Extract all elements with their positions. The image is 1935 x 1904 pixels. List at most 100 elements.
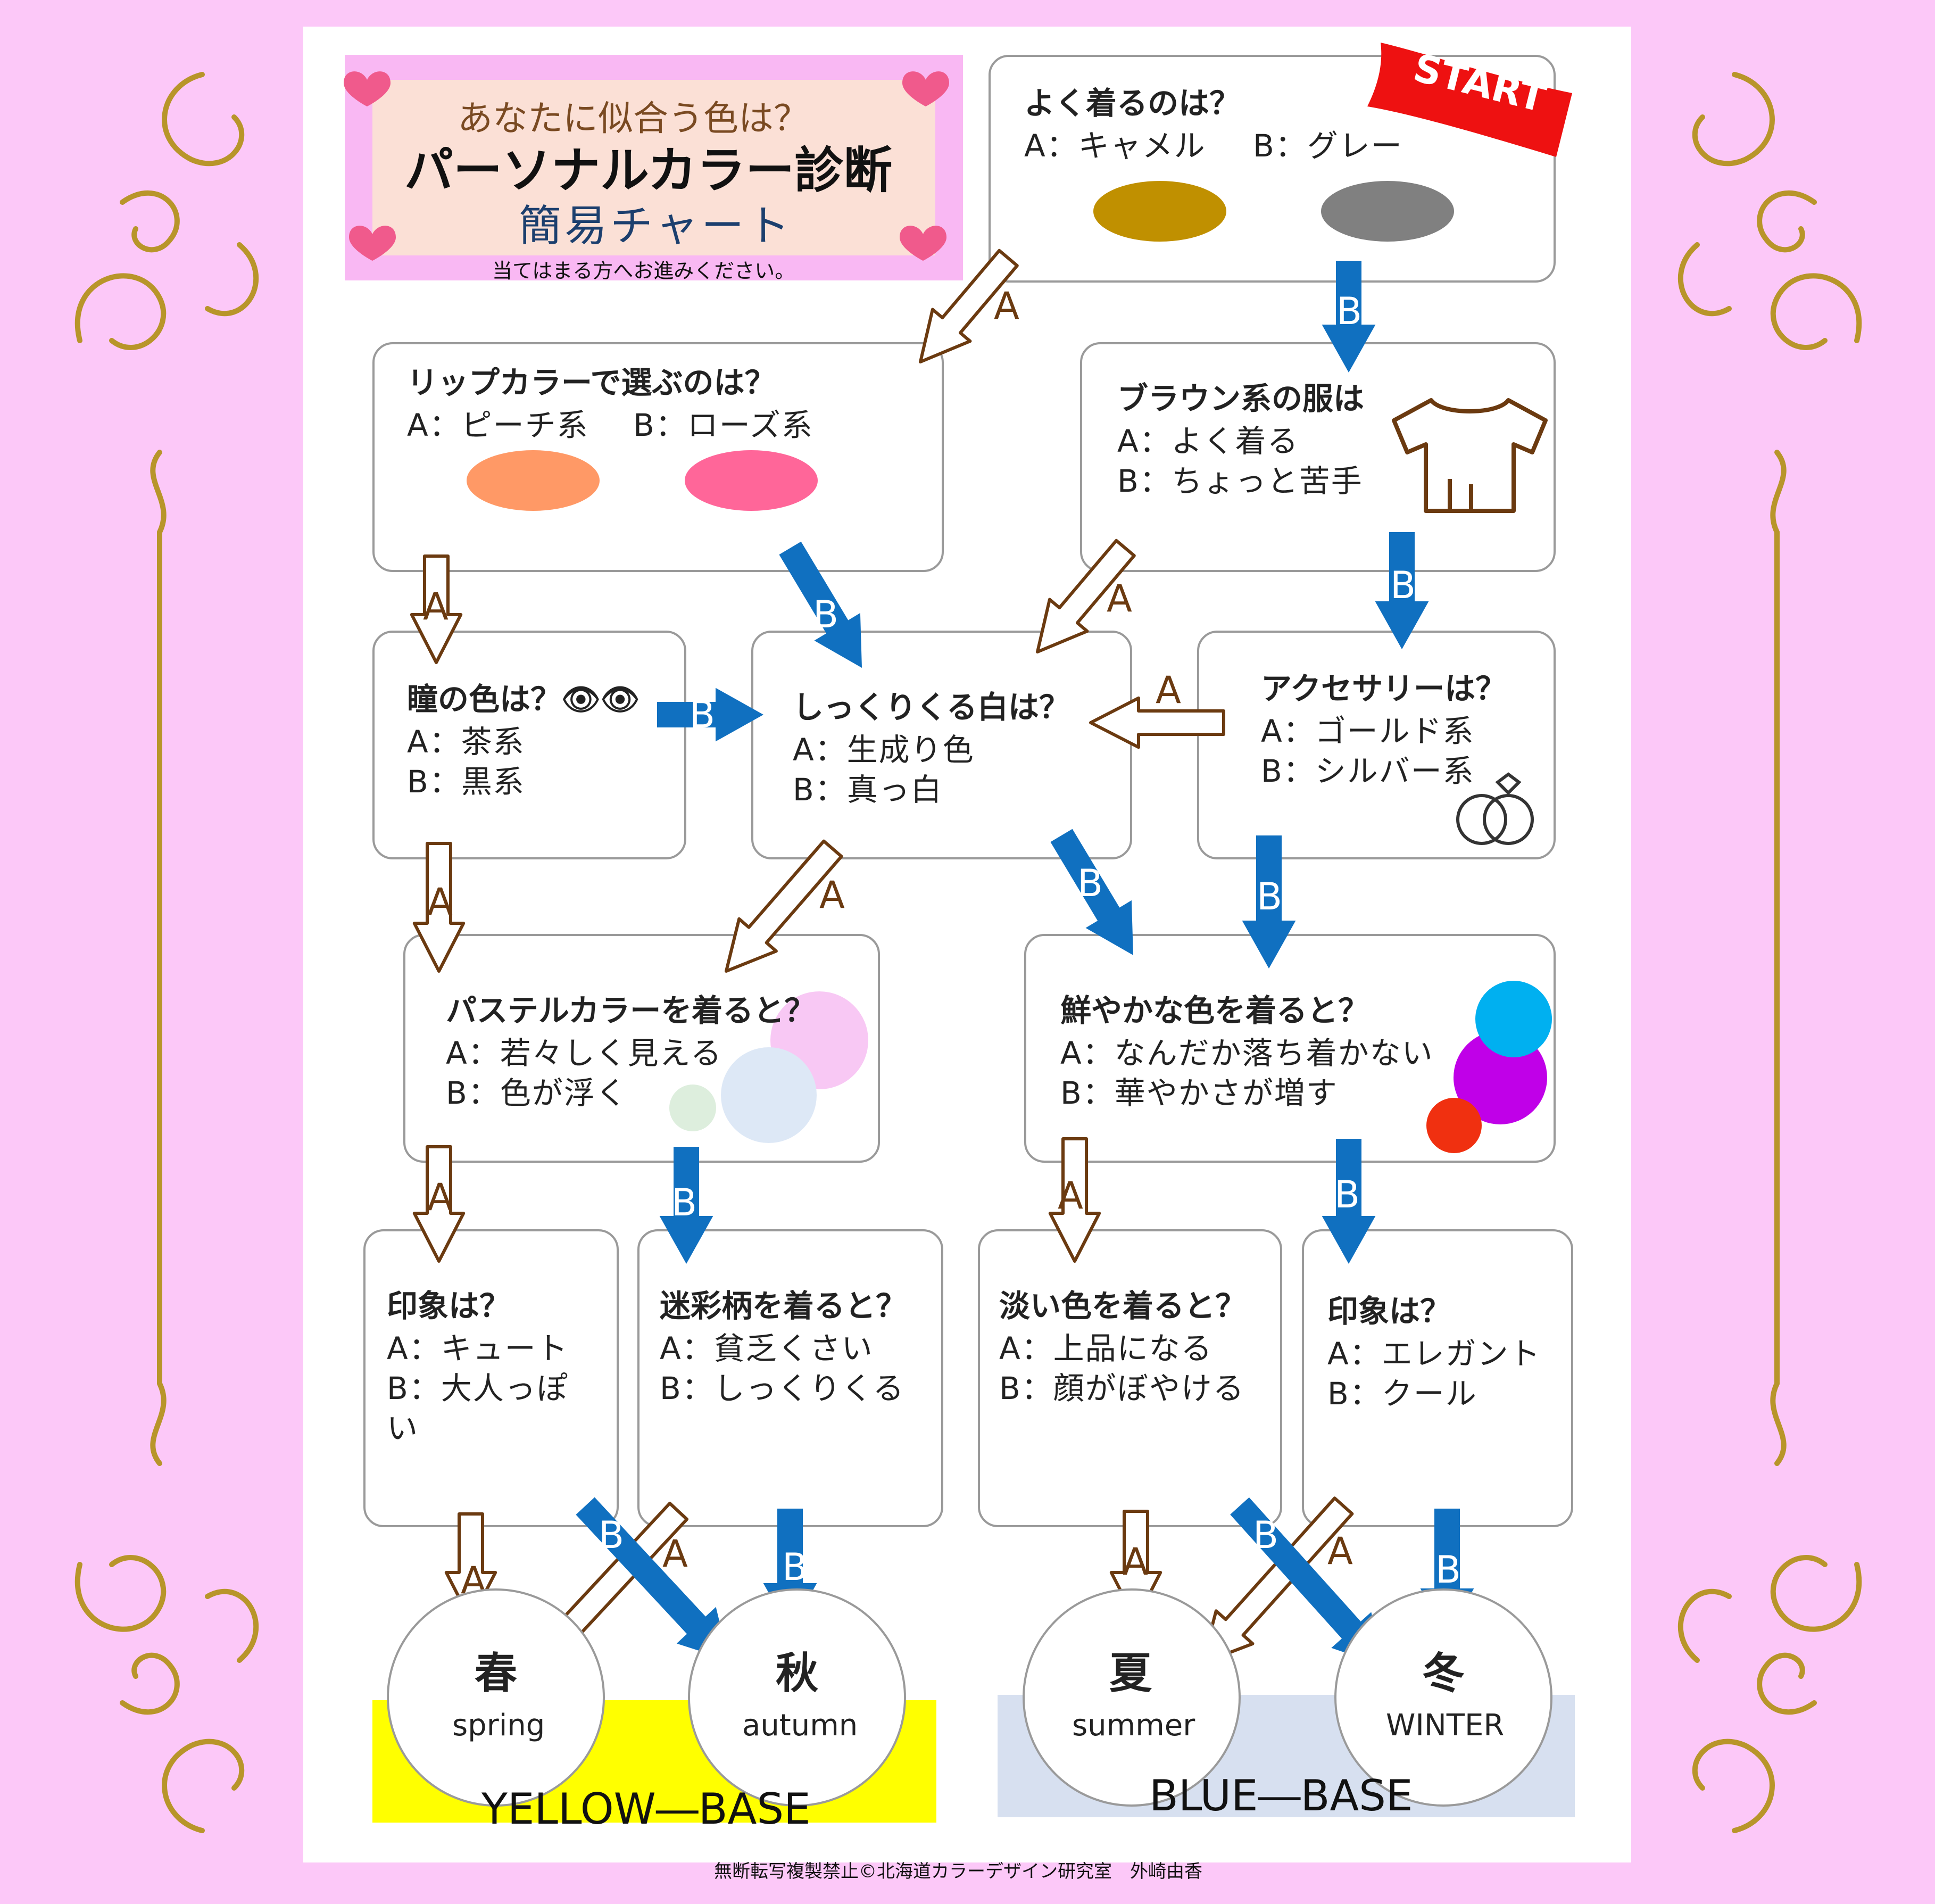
question-box-q12 [1302,1229,1573,1527]
camel-swatch [1093,181,1226,242]
q2-question: リップカラーで選ぶのは？ [407,365,776,401]
arrow-b [657,688,763,742]
arrow-a [412,842,466,973]
arrow-a [1036,539,1136,653]
q9-option-b: B：大人っぽ [387,1370,569,1406]
peach-swatch [467,450,600,511]
result-spring [387,1588,605,1807]
ornament-swirl-tl2 [162,72,245,167]
arrow-label-a: A [994,284,1019,328]
ornament-swirl-tr1 [1771,273,1862,350]
arrow-label-b: B [1435,1548,1461,1592]
title-line3: 簡易チャート [519,201,793,251]
instruction-text: 当てはまる方へお進みください。 [492,259,795,283]
start-flag-shape [1367,43,1572,157]
question-box-q5 [751,631,1132,859]
q7-option-a: A：若々しく見える [446,1035,722,1071]
q12-question: 印象は？ [1327,1293,1451,1329]
arrow-a [919,249,1019,363]
q1-question: よく着るのは？ [1024,85,1241,121]
q5-option-a: A：生成り色 [793,732,975,768]
ornament-swirl-br1 [1771,1555,1862,1632]
ornament-swirl-tr3 [1757,190,1817,253]
ornament-swirl-br4 [1677,1588,1732,1663]
pastel-blue-swatch [721,1047,817,1143]
q11-question: 淡い色を着ると？ [999,1288,1247,1324]
vivid-red-swatch [1426,1098,1482,1153]
result-winter [1334,1588,1552,1807]
arrow-label-b: B [1336,289,1363,333]
q10-option-a: A：貧乏くさい [660,1330,874,1367]
arrow-label-a: A [423,585,449,628]
ornament-swirl-tl3 [120,190,180,253]
q7-question: パステルカラーを着ると？ [446,992,816,1029]
arrow-a [1048,1137,1101,1263]
arrow-label-a: A [427,880,453,924]
q9-option-b-cont: い [387,1410,419,1446]
ornament-swirl-bl3 [120,1652,180,1715]
q11-option-b: B：顔がぼやける [999,1370,1245,1406]
arrow-b [1322,261,1376,372]
vivid-cyan-swatch [1475,981,1552,1057]
arrow-label-a: A [427,1175,453,1219]
q4-question: 瞳の色は？👁👁 [407,681,640,717]
heart-icon [900,226,946,261]
arrow-label-b: B [1253,1513,1279,1557]
arrow-b [576,1497,729,1660]
heart-icon [344,71,391,106]
ornament-swirl-tl1 [74,273,166,350]
q6-question: アクセサリーは？ [1261,670,1507,707]
question-box-q2 [372,342,944,572]
start-flag [1367,43,1572,157]
arrow-label-b: B [1257,875,1283,918]
autumn-name: autumn [742,1708,858,1743]
ornament-left-line [150,450,167,1466]
arrow-label-b: B [813,593,839,636]
rose-swatch [685,450,818,511]
arrow-b [1242,835,1296,968]
q9-question: 印象は？ [387,1288,511,1324]
q1-option-a: A：キャメル [1024,128,1206,164]
ornament-swirl-tl4 [205,242,259,317]
autumn-kanji: 秋 [776,1649,818,1698]
heart-icon [349,226,396,261]
arrow-b [1322,1139,1376,1264]
q3-option-a: A：よく着る [1117,423,1299,459]
summer-name: summer [1072,1708,1195,1743]
result-autumn [688,1588,906,1807]
arrow-b [779,541,862,668]
arrow-a [725,839,843,973]
arrow-label-b: B [671,1181,697,1224]
blue-base-label: BLUE―BASE [1149,1771,1413,1820]
arrow-a [1089,696,1225,749]
arrow-b [659,1147,713,1264]
q5-option-b: B：真っ白 [793,772,943,808]
q4-option-a: A：茶系 [407,724,525,760]
ornament-swirl-tr2 [1692,72,1775,167]
tshirt-icon [1392,398,1548,513]
arrow-label-b: B [782,1545,808,1589]
q3-option-b: B：ちょっと苦手 [1117,463,1363,499]
q1-option-b: B：グレー [1253,128,1403,164]
ornament-swirl-br2 [1692,1739,1775,1833]
q2-option-b: B：ローズ系 [633,407,813,443]
arrow-label-b: B [1077,862,1103,905]
spring-name: spring [452,1708,545,1743]
q10-option-b: B：しっくりくる [660,1370,905,1406]
question-box-q10 [637,1229,943,1527]
arrow-label-a: A [1107,577,1132,620]
question-box-q3 [1080,342,1556,572]
arrow-label-a: A [1156,668,1181,712]
question-box-q6 [1197,631,1556,859]
q6-option-a: A：ゴールド系 [1261,713,1475,749]
ornament-swirl-bl4 [205,1588,259,1663]
ornament-swirl-bl1 [74,1555,166,1632]
page-title: パーソナルカラー診断 [404,142,893,199]
arrow-label-b: B [690,693,716,736]
arrow-label-b: B [1390,564,1416,607]
title-line1: あなたに似合う色は？ [458,98,809,139]
